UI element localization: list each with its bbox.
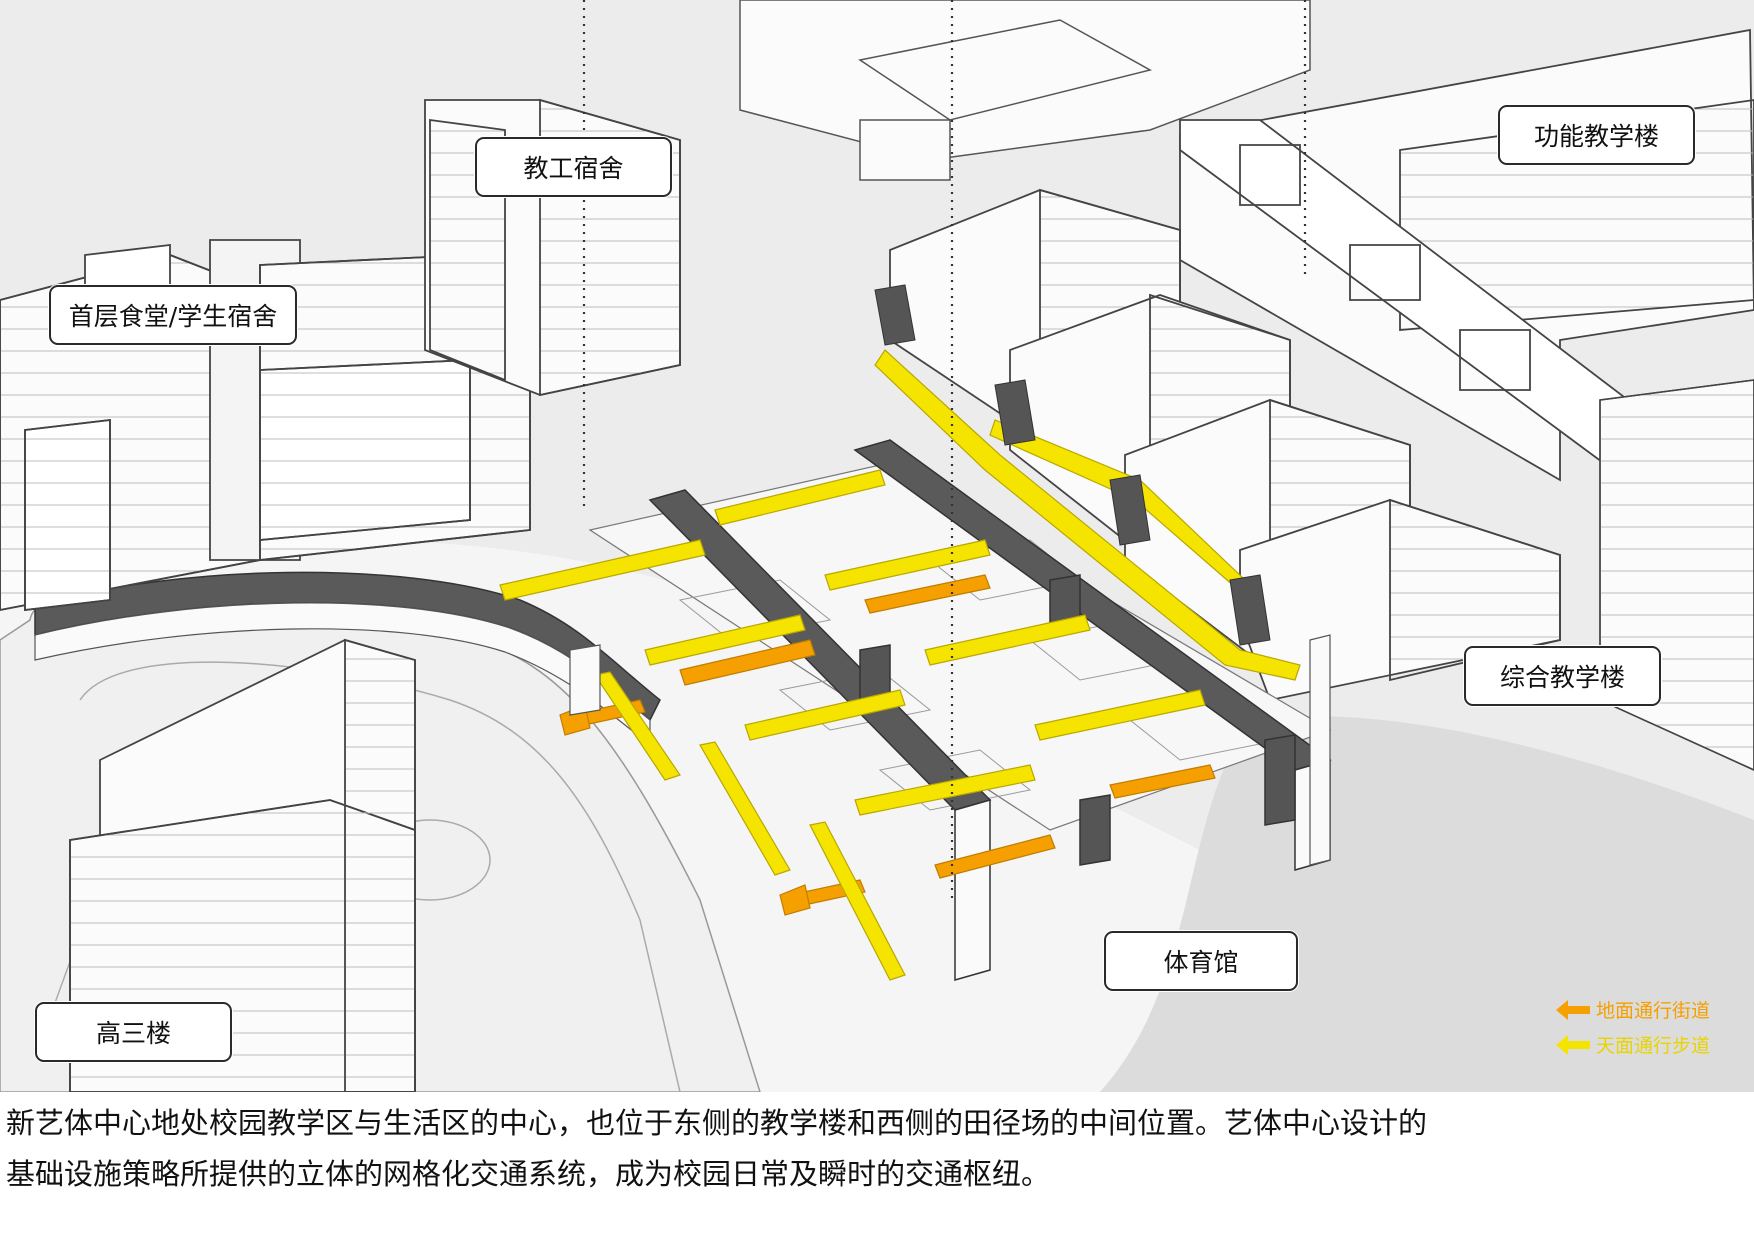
- label-senior-building: 高三楼: [35, 1002, 232, 1062]
- white-walls: [569, 634, 1331, 866]
- arrow-left-icon: [1556, 999, 1590, 1020]
- top-buildings: [739, 0, 1311, 181]
- stairs: [594, 671, 906, 981]
- stair-blocks: [874, 284, 1271, 646]
- terrain-right: [1100, 716, 1754, 1092]
- legend-ground-street-label: 地面通行街道: [1596, 1000, 1711, 1022]
- caption-line-1: 新艺体中心地处校园教学区与生活区的中心，也位于东侧的教学楼和西侧的田径场的中间位…: [6, 1106, 1428, 1140]
- leader-lines: [582, 0, 1307, 900]
- caption-line-2: 基础设施策略所提供的立体的网格化交通系统，成为校园日常及瞬时的交通枢纽。: [6, 1157, 1051, 1191]
- legend-ground-street: 地面通行街道: [1556, 996, 1710, 1023]
- label-gymnasium: 体育馆: [1104, 931, 1298, 991]
- label-faculty-dorm: 教工宿舍: [475, 137, 672, 197]
- label-function-building: 功能教学楼: [1498, 105, 1695, 165]
- label-complex-building: 综合教学楼: [1464, 646, 1661, 706]
- sky-walkways: [499, 349, 1301, 816]
- dark-walls: [648, 439, 1332, 981]
- campus-axonometric-diagram: [0, 0, 1754, 1092]
- label-canteen-dorm: 首层食堂/学生宿舍: [49, 285, 297, 345]
- arrow-left-icon: [1556, 1034, 1590, 1055]
- legend-sky-walkway-label: 天面通行步道: [1596, 1035, 1711, 1057]
- caption: 新艺体中心地处校园教学区与生活区的中心，也位于东侧的教学楼和西侧的田径场的中间位…: [6, 1098, 1751, 1200]
- legend-sky-walkway: 天面通行步道: [1556, 1031, 1710, 1058]
